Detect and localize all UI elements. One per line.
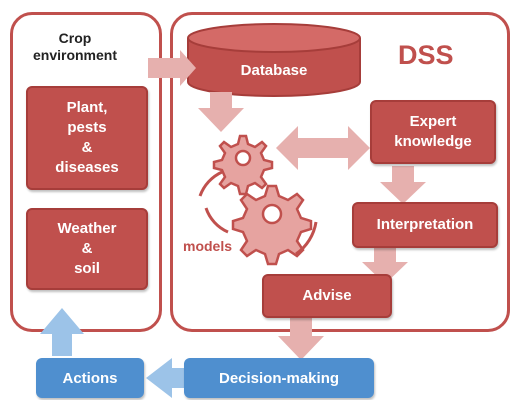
models-label: models [183, 238, 233, 254]
cycle-arrow-icon [198, 170, 223, 197]
expert-knowledge-box: Expert knowledge [370, 100, 496, 164]
arrow-interpretation-to-advise [362, 246, 408, 284]
gear-icon [231, 184, 313, 266]
database-label: Database [240, 62, 308, 79]
cycle-arrow-icon [204, 207, 229, 234]
arrow-environment-to-database [148, 50, 196, 86]
arrow-advise-to-decision [278, 316, 324, 360]
actions-box: Actions [36, 358, 144, 398]
interpretation-box: Interpretation [352, 202, 498, 248]
arrow-actions-up [40, 308, 84, 356]
advise-box: Advise [262, 274, 392, 318]
gear-icon [212, 134, 274, 196]
arrow-database-to-models [198, 92, 244, 132]
cycle-arrow-icon [295, 221, 318, 256]
plant-pests-diseases-box: Plant, pests & diseases [26, 86, 148, 190]
arrow-models-expert [276, 126, 370, 170]
arrow-decision-to-actions [146, 358, 190, 398]
weather-soil-box: Weather & soil [26, 208, 148, 290]
crop-environment-label: Crop environment [32, 30, 117, 63]
dss-title: DSS [398, 40, 454, 70]
arrow-expert-to-interpretation [380, 166, 426, 204]
decision-making-box: Decision-making [184, 358, 374, 398]
database-cylinder [187, 23, 361, 97]
